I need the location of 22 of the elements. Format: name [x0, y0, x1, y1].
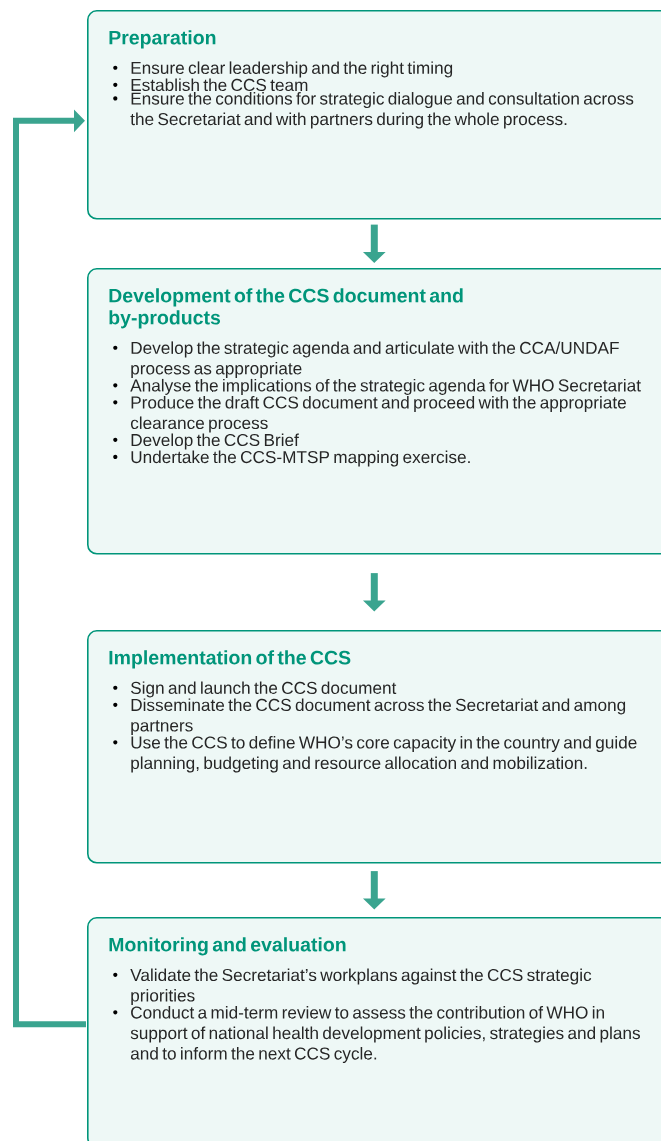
process-box: [87, 917, 661, 1141]
list-item: Develop the CCS Brief: [113, 433, 299, 450]
list-item: Analyse the implications of the strategic agenda for WHO Secretariat: [113, 378, 641, 395]
list-item: Conduct a mid-term review to assess the contribution of WHO in support of national health development policies, strategies and plans and to inform the next CCS cycle.: [113, 1006, 640, 1064]
list-item: Use the CCS to define WHO’s core capacity in the country and guide planning, budgeting and resource allocation and mobilization.: [113, 735, 637, 773]
heading: Development of the CCS document and by-products: [109, 288, 463, 329]
list-item: Undertake the CCS-MTSP mapping exercise.: [113, 450, 470, 467]
return-arrow: [13, 109, 86, 1028]
heading: Implementation of the CCS: [109, 650, 351, 669]
list-item: Ensure clear leadership and the right timing: [113, 61, 453, 78]
heading: Preparation: [109, 30, 216, 49]
process-box: [87, 268, 661, 555]
list-item: Produce the draft CCS document and proceed with the appropriate clearance process: [113, 395, 626, 433]
list-item: Ensure the conditions for strategic dialogue and consultation across the Secretariat and with partners during the whole process.: [113, 92, 634, 129]
list-item: Establish the CCS team: [113, 78, 308, 92]
process-box: [87, 630, 661, 864]
list-item: Sign and launch the CCS document: [113, 681, 397, 698]
list-item: Develop the strategic agenda and articulate with the CCA/UNDAF process as appropriate: [113, 341, 619, 378]
list-item: Disseminate the CCS document across the Secretariat and among partners: [113, 698, 626, 735]
list-item: Validate the Secretariat’s workplans against the CCS strategic priorities: [113, 968, 592, 1005]
heading: Monitoring and evaluation: [109, 937, 346, 956]
process-box: [87, 10, 661, 220]
